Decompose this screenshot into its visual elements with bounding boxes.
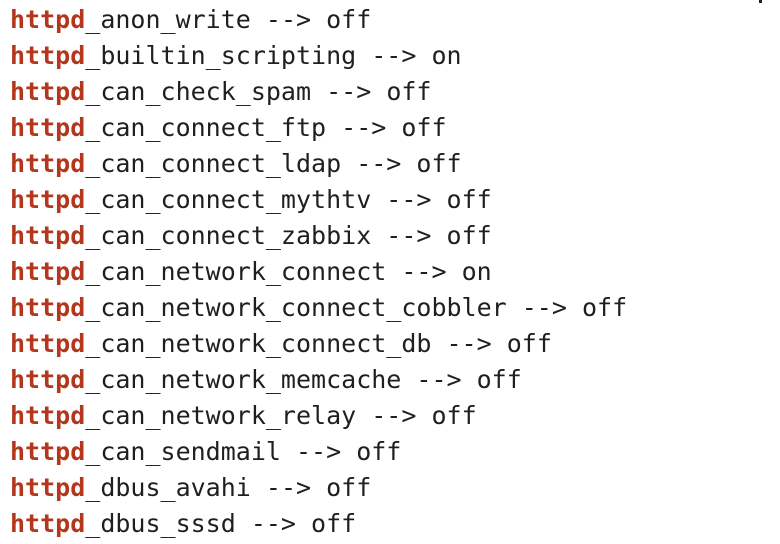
boolean-line: httpd_anon_write --> off	[10, 2, 627, 38]
boolean-line: httpd_can_network_relay --> off	[10, 398, 627, 434]
boolean-prefix: httpd	[10, 509, 86, 538]
boolean-line: httpd_can_network_connect --> on	[10, 254, 627, 290]
boolean-prefix: httpd	[10, 77, 86, 106]
arrow-separator: -->	[371, 221, 447, 250]
boolean-name: _can_network_connect_db	[85, 329, 432, 358]
arrow-separator: -->	[356, 41, 432, 70]
boolean-value: off	[311, 509, 357, 538]
boolean-prefix: httpd	[10, 221, 86, 250]
corner-mark	[759, 0, 762, 3]
boolean-value: off	[416, 149, 462, 178]
boolean-name: _can_sendmail	[85, 437, 281, 466]
arrow-separator: -->	[371, 185, 447, 214]
arrow-separator: -->	[280, 437, 357, 466]
arrow-separator: -->	[431, 329, 507, 358]
boolean-value: off	[386, 77, 432, 106]
boolean-prefix: httpd	[10, 5, 86, 34]
arrow-separator: -->	[235, 509, 312, 538]
boolean-name: _can_network_memcache	[85, 365, 402, 394]
boolean-name: _can_network_connect	[85, 257, 387, 286]
boolean-name: _can_connect_zabbix	[85, 221, 372, 250]
boolean-value: off	[446, 185, 492, 214]
boolean-value: off	[476, 365, 522, 394]
arrow-separator: -->	[341, 149, 417, 178]
arrow-separator: -->	[401, 365, 477, 394]
boolean-name: _can_connect_ftp	[85, 113, 327, 142]
boolean-name: _can_connect_mythtv	[85, 185, 372, 214]
boolean-name: _anon_write	[85, 5, 251, 34]
boolean-prefix: httpd	[10, 113, 86, 142]
boolean-prefix: httpd	[10, 293, 86, 322]
boolean-value: off	[326, 473, 372, 502]
boolean-line: httpd_can_connect_ftp --> off	[10, 110, 627, 146]
boolean-name: _can_network_relay	[85, 401, 357, 430]
boolean-name: _can_connect_ldap	[85, 149, 342, 178]
boolean-value: on	[461, 257, 492, 286]
boolean-line: httpd_dbus_sssd --> off	[10, 506, 627, 542]
boolean-value: on	[431, 41, 462, 70]
boolean-line: httpd_can_network_memcache --> off	[10, 362, 627, 398]
boolean-line: httpd_can_sendmail --> off	[10, 434, 627, 470]
boolean-line: httpd_can_network_connect_db --> off	[10, 326, 627, 362]
boolean-value: off	[431, 401, 477, 430]
boolean-prefix: httpd	[10, 185, 86, 214]
boolean-line: httpd_can_connect_zabbix --> off	[10, 218, 627, 254]
arrow-separator: -->	[250, 5, 327, 34]
boolean-value: off	[581, 293, 628, 322]
boolean-line: httpd_builtin_scripting --> on	[10, 38, 627, 74]
boolean-value: off	[356, 437, 402, 466]
boolean-prefix: httpd	[10, 41, 86, 70]
boolean-prefix: httpd	[10, 365, 86, 394]
boolean-prefix: httpd	[10, 437, 86, 466]
boolean-line: httpd_can_check_spam --> off	[10, 74, 627, 110]
arrow-separator: -->	[311, 77, 387, 106]
boolean-name: _dbus_sssd	[85, 509, 236, 538]
boolean-name: _can_network_connect_cobbler	[85, 293, 507, 322]
arrow-separator: -->	[506, 293, 582, 322]
boolean-prefix: httpd	[10, 329, 86, 358]
boolean-value: off	[326, 5, 372, 34]
boolean-value: off	[446, 221, 492, 250]
arrow-separator: -->	[250, 473, 327, 502]
boolean-value: off	[506, 329, 552, 358]
boolean-line: httpd_can_connect_ldap --> off	[10, 146, 627, 182]
arrow-separator: -->	[386, 257, 462, 286]
boolean-name: _can_check_spam	[85, 77, 312, 106]
boolean-prefix: httpd	[10, 401, 86, 430]
boolean-name: _builtin_scripting	[85, 41, 357, 70]
boolean-prefix: httpd	[10, 257, 86, 286]
boolean-value: off	[401, 113, 447, 142]
boolean-prefix: httpd	[10, 473, 86, 502]
boolean-line: httpd_can_connect_mythtv --> off	[10, 182, 627, 218]
boolean-line: httpd_can_network_connect_cobbler --> of…	[10, 290, 627, 326]
boolean-line: httpd_dbus_avahi --> off	[10, 470, 627, 506]
boolean-prefix: httpd	[10, 149, 86, 178]
arrow-separator: -->	[356, 401, 432, 430]
arrow-separator: -->	[326, 113, 402, 142]
boolean-name: _dbus_avahi	[85, 473, 251, 502]
